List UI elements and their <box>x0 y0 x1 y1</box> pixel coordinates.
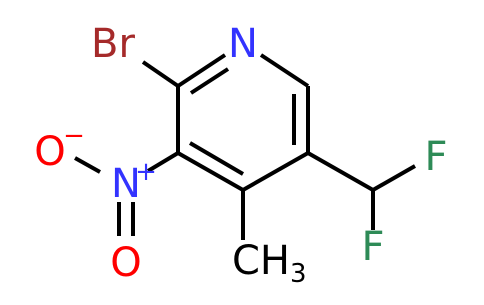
bond-c2-br <box>141 60 180 88</box>
bond-nitro-o-top <box>74 156 101 174</box>
atom-br: Br <box>91 21 135 67</box>
bond-c4-c3 <box>177 151 244 192</box>
nitro-o-top-charge: − <box>63 121 85 151</box>
atom-nitro-n: N <box>111 161 141 207</box>
bond-c4-c3-inner <box>188 141 245 176</box>
atom-nitro-o-bottom: O <box>110 240 141 286</box>
nitro-n-charge: + <box>135 157 157 187</box>
atom-f-top: F <box>424 134 447 180</box>
methyl-subscript: 3 <box>290 259 307 289</box>
bond-chf2-f-top <box>372 164 416 192</box>
bond-c3-nitro <box>146 151 180 173</box>
bond-c5-chf2 <box>307 151 374 192</box>
atom-f-bottom: F <box>361 224 384 270</box>
bond-c2-n-inner <box>189 67 230 95</box>
bond-c5-c4 <box>242 151 309 192</box>
bond-n-c6 <box>259 53 310 88</box>
atom-methyl: CH3 <box>232 238 307 289</box>
atom-n-ring: N <box>228 21 258 67</box>
atom-nitro-o-top: O <box>34 129 65 175</box>
bond-c2-n <box>176 53 227 88</box>
